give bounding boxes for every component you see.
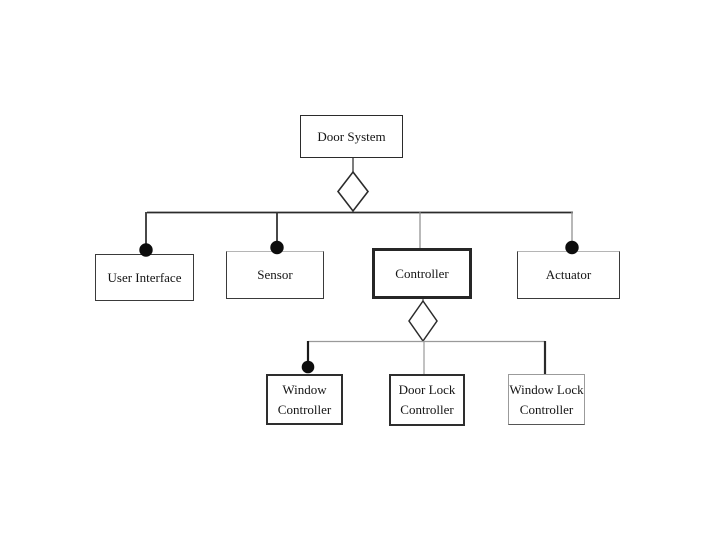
node-actuator: Actuator — [517, 251, 620, 299]
node-door-system: Door System — [300, 115, 403, 158]
node-user-interface-label: User Interface — [107, 269, 182, 285]
node-window-lock-controller-label-line1: Window Lock — [509, 381, 584, 397]
node-door-system-label: Door System — [317, 128, 386, 144]
node-window-controller-label-line2: Controller — [277, 401, 332, 417]
aggregation-diamond-icon-controller — [408, 299, 438, 343]
node-controller: Controller — [372, 248, 472, 299]
node-door-lock-controller-label-line2: Controller — [400, 402, 454, 417]
node-controller-label: Controller — [395, 265, 449, 281]
node-door-lock-controller: Door Lock Controller — [389, 374, 465, 426]
node-user-interface: User Interface — [95, 254, 194, 301]
node-window-controller-label-line1: Window — [282, 381, 327, 397]
node-window-controller: Window Controller — [266, 374, 343, 425]
node-sensor: Sensor — [226, 251, 324, 299]
node-sensor-label: Sensor — [257, 267, 293, 282]
aggregation-diamond-icon-top — [336, 170, 370, 213]
node-actuator-label: Actuator — [545, 267, 592, 282]
node-door-lock-controller-label-line1: Door Lock — [398, 382, 456, 397]
composition-dot-icon-window-controller — [301, 360, 315, 374]
node-window-lock-controller: Window Lock Controller — [508, 374, 585, 425]
node-window-lock-controller-label-line2: Controller — [519, 401, 574, 417]
